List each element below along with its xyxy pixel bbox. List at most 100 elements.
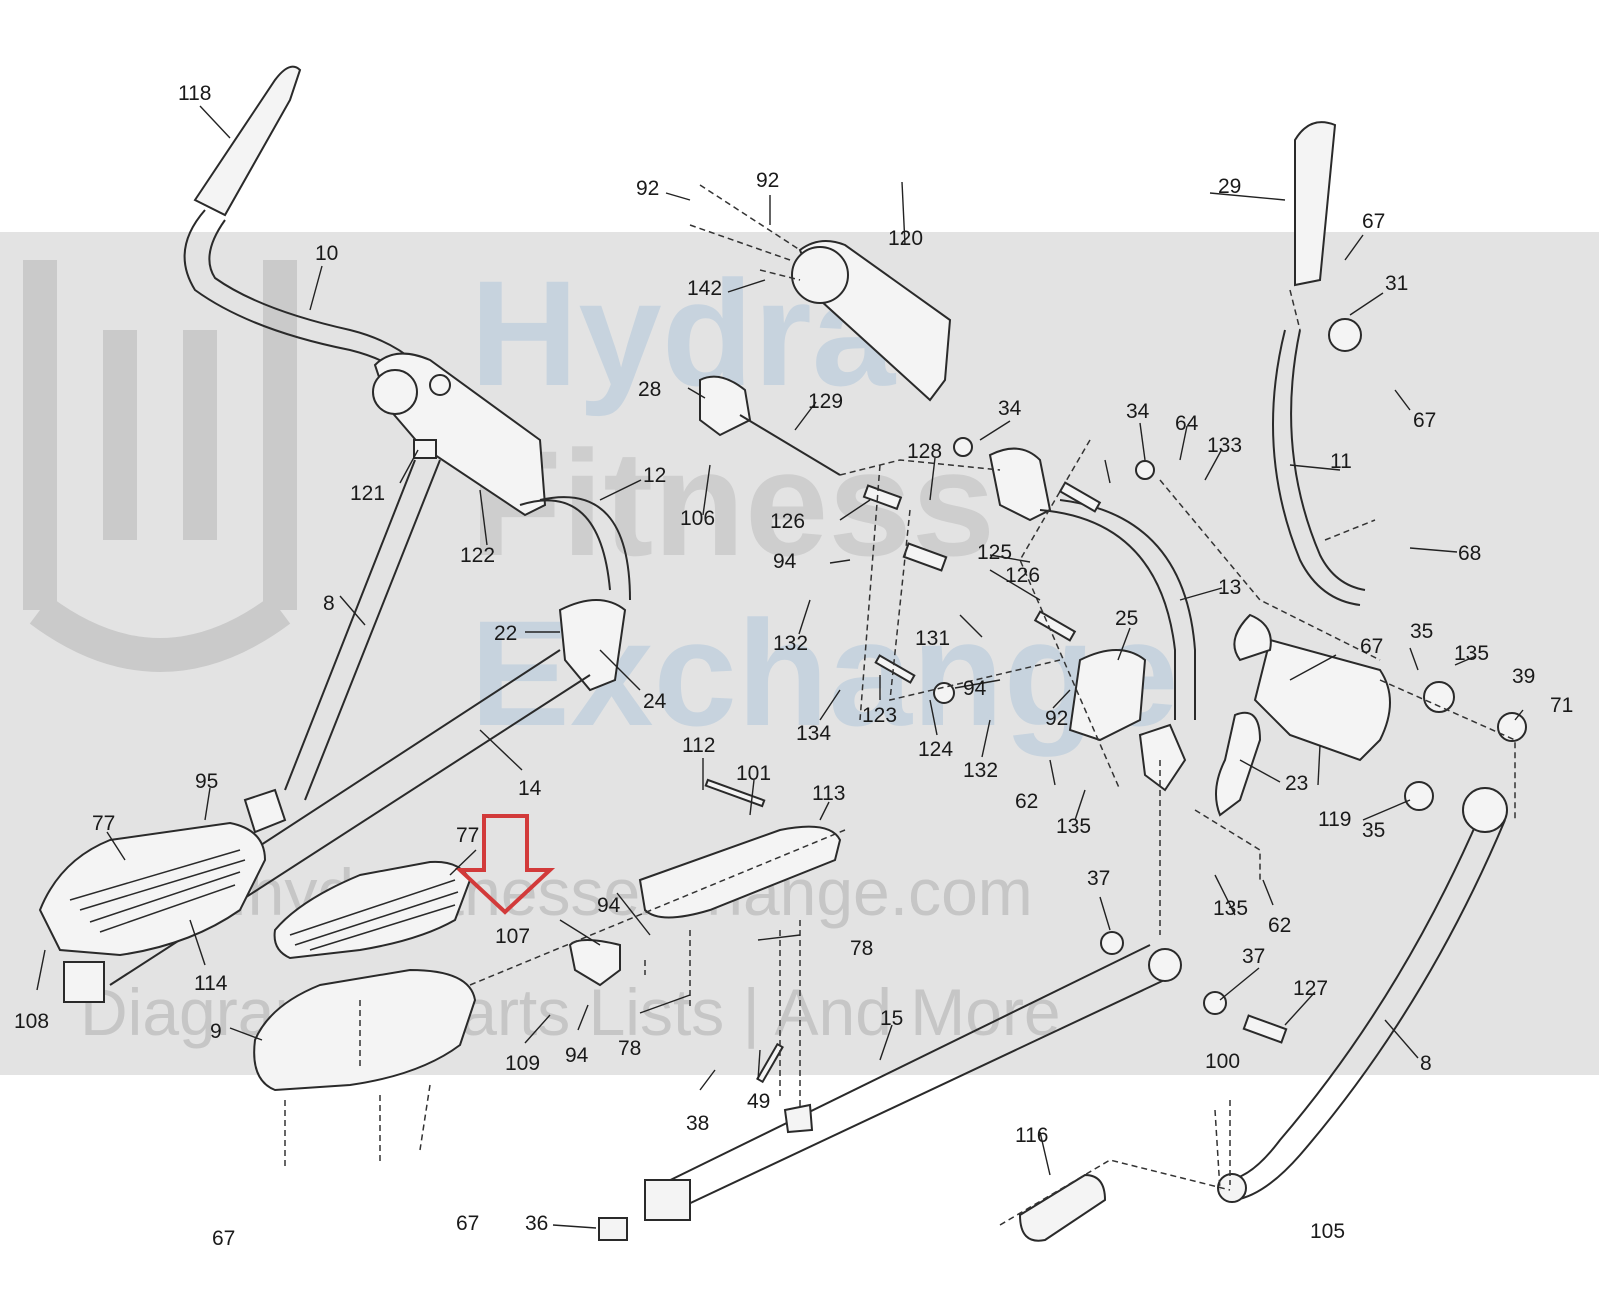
right-handlebar-11 (1272, 121, 1366, 606)
left-pedal-arm (63, 649, 591, 1003)
callout-114: 114 (194, 972, 228, 995)
callout-135-upper: 135 (1454, 642, 1489, 665)
assembly-dashed-lines (284, 184, 1516, 1226)
callout-135-center: 135 (1056, 815, 1091, 838)
callout-128: 128 (907, 440, 942, 463)
callout-133: 133 (1207, 434, 1242, 457)
callout-62-center: 62 (1015, 790, 1038, 813)
callout-34-right: 34 (1126, 400, 1150, 423)
center-linkage-13 (988, 447, 1196, 792)
callout-142: 142 (687, 277, 722, 300)
callout-100: 100 (1205, 1050, 1240, 1073)
callout-39: 39 (1512, 665, 1535, 688)
callout-22: 22 (494, 622, 517, 645)
right-pedal-pad (253, 860, 477, 1092)
callout-118: 118 (178, 82, 211, 105)
callout-94-upper: 94 (773, 550, 797, 573)
callout-8-left: 8 (323, 592, 335, 615)
watermark-tagline: Diagrams | Parts Lists | And More (80, 975, 1061, 1049)
callout-120: 120 (888, 227, 923, 250)
left-upright-tube (284, 459, 631, 801)
callout-94-lower: 94 (565, 1044, 589, 1067)
left-handlebar-assembly (183, 65, 547, 517)
pedal-bracket-113 (568, 825, 842, 987)
callout-123: 123 (862, 704, 897, 727)
callout-62-lower: 62 (1268, 914, 1291, 937)
callout-101: 101 (736, 762, 771, 785)
callout-112: 112 (682, 734, 715, 757)
callout-71: 71 (1550, 694, 1573, 717)
callout-34-left: 34 (998, 397, 1022, 420)
callout-15: 15 (880, 1007, 903, 1030)
callout-94-bracket: 94 (597, 894, 621, 917)
callout-28: 28 (638, 378, 661, 401)
callout-14: 14 (518, 777, 542, 800)
callout-108: 108 (14, 1010, 49, 1033)
callout-67-pedal-right: 67 (456, 1212, 479, 1235)
callout-67-bracket: 67 (1413, 409, 1436, 432)
callout-129: 129 (808, 390, 843, 413)
callout-132-lower: 132 (963, 759, 998, 782)
callout-134: 134 (796, 722, 831, 745)
lower-frame-15 (598, 944, 1182, 1241)
callout-106: 106 (680, 507, 715, 530)
right-arm-8 (1217, 787, 1508, 1203)
small-hardware-parts (704, 437, 1527, 1084)
callout-116: 116 (1015, 1124, 1048, 1147)
callout-113: 113 (812, 782, 845, 805)
callout-126-right: 126 (1005, 564, 1040, 587)
callout-labels: 118 10 28 121 122 12 8 22 24 14 95 77 77… (14, 82, 1573, 1250)
callout-125: 125 (977, 541, 1012, 564)
callout-78-lower: 78 (618, 1037, 641, 1060)
callout-35-upper: 35 (1410, 620, 1433, 643)
callout-10: 10 (315, 242, 338, 265)
callout-119: 119 (1318, 808, 1351, 831)
highlight-arrow (454, 814, 556, 915)
callout-95: 95 (195, 770, 218, 793)
callout-49: 49 (747, 1090, 770, 1113)
right-pivot-housing-119 (1215, 613, 1391, 817)
right-pedal-grip-116 (1018, 1173, 1107, 1242)
callout-127: 127 (1293, 977, 1328, 1000)
callout-107: 107 (495, 925, 530, 948)
callout-8-right: 8 (1420, 1052, 1432, 1075)
callout-29: 29 (1218, 175, 1241, 198)
callout-124: 124 (918, 738, 953, 761)
callout-31: 31 (1385, 272, 1408, 295)
callout-25: 25 (1115, 607, 1138, 630)
callout-36: 36 (525, 1212, 548, 1235)
callout-77-left: 77 (92, 812, 115, 835)
callout-121: 121 (350, 482, 385, 505)
callout-13: 13 (1218, 576, 1241, 599)
callout-38: 38 (686, 1112, 709, 1135)
callout-23: 23 (1285, 772, 1308, 795)
callout-leaders (36, 105, 1524, 1229)
callout-126-left: 126 (770, 510, 805, 533)
callout-24: 24 (643, 690, 667, 713)
callout-67-pedal-left: 67 (212, 1227, 235, 1250)
callout-12: 12 (643, 464, 666, 487)
right-upper-housing-120 (699, 240, 952, 476)
callout-11: 11 (1330, 450, 1352, 473)
callout-122: 122 (460, 544, 495, 567)
callout-132-upper: 132 (773, 632, 808, 655)
left-foot-pedal (38, 788, 287, 957)
callout-68: 68 (1458, 542, 1481, 565)
callout-131: 131 (915, 627, 950, 650)
callout-67-handlebar: 67 (1360, 635, 1383, 658)
callout-37-lower: 37 (1242, 945, 1265, 968)
callout-78-upper: 78 (850, 937, 873, 960)
callout-37-upper: 37 (1087, 867, 1110, 890)
callout-67-top: 67 (1362, 210, 1385, 233)
callout-9: 9 (210, 1020, 222, 1043)
callout-92-top: 92 (756, 169, 779, 192)
callout-64: 64 (1175, 412, 1199, 435)
callout-109: 109 (505, 1052, 540, 1075)
callout-94-center: 94 (963, 677, 987, 700)
callout-92-top-left: 92 (636, 177, 659, 200)
callout-92-center: 92 (1045, 707, 1068, 730)
callout-105: 105 (1310, 1220, 1345, 1243)
callout-77-right: 77 (456, 824, 479, 847)
watermark-logo (23, 260, 297, 672)
